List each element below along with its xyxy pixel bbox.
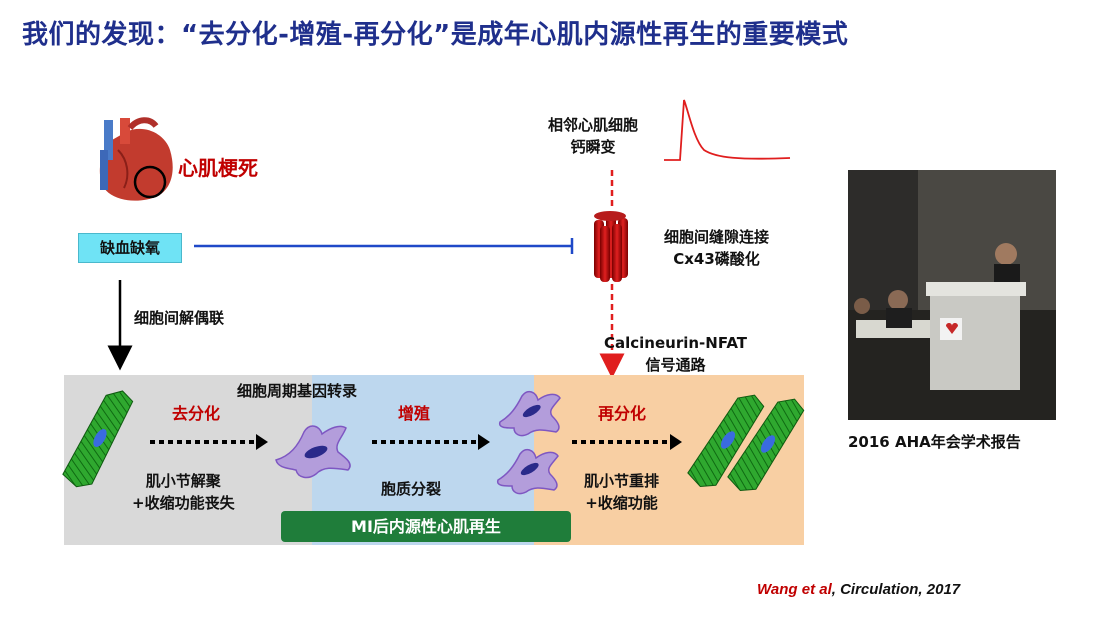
inhibition-line <box>194 238 574 254</box>
process-arrow-2-head <box>478 434 490 450</box>
dedifferentiated-cell-icon <box>275 425 351 479</box>
nfat-line2: 信号通路 <box>645 356 706 374</box>
redifferentiation-label: 再分化 <box>598 404 647 423</box>
cardiomyocyte-icon-right-2 <box>727 398 805 492</box>
daughter-cell-icon-top <box>498 390 561 437</box>
sarcomere-reassembly-label: 肌小节重排 +收缩功能 <box>584 470 659 514</box>
gap-junction-icon <box>594 211 628 282</box>
proliferation-label: 增殖 <box>398 404 431 423</box>
sarcomere-dis-line1: 肌小节解聚 <box>145 472 221 490</box>
cardiomyocyte-icon <box>62 390 134 488</box>
ischemia-hypoxia-box: 缺血缺氧 <box>78 233 182 263</box>
sarcomere-re-line2: +收缩功能 <box>585 494 658 512</box>
process-arrow-3-head <box>670 434 682 450</box>
cell-uncoupling-label: 细胞间解偶联 <box>134 309 225 327</box>
citation: Wang et al, Circulation, 2017 <box>757 581 960 598</box>
calcium-transient-line2: 钙瞬变 <box>570 138 616 156</box>
citation-author: Wang et al <box>757 581 832 598</box>
heart-icon <box>99 117 173 201</box>
dedifferentiation-label: 去分化 <box>172 404 221 423</box>
cell-cycle-label: 细胞周期基因转录 <box>237 382 358 400</box>
daughter-cell-icon-bottom <box>496 448 559 495</box>
myocardial-infarction-label: 心肌梗死 <box>178 156 258 180</box>
sarcomere-disassembly-label: 肌小节解聚 +收缩功能丧失 <box>132 470 235 514</box>
gap-junction-line2: Cx43磷酸化 <box>673 250 760 268</box>
regeneration-bar: MI后内源性心肌再生 <box>281 511 571 542</box>
nfat-pathway-label: Calcineurin-NFAT 信号通路 <box>604 332 747 376</box>
calcium-trace-icon <box>664 99 791 161</box>
citation-journal: , Circulation, 2017 <box>831 581 961 598</box>
nfat-line1: Calcineurin-NFAT <box>604 334 748 352</box>
sarcomere-re-line1: 肌小节重排 <box>584 472 660 490</box>
cardiomyocyte-icon-right-1 <box>687 394 765 488</box>
conference-photo <box>848 170 1056 420</box>
calcium-transient-label: 相邻心肌细胞 钙瞬变 <box>548 114 638 158</box>
gap-junction-label: 细胞间缝隙连接 Cx43磷酸化 <box>664 226 769 270</box>
slide-title: 我们的发现：“去分化-增殖-再分化”是成年心肌内源性再生的重要模式 <box>22 20 849 50</box>
photo-caption: 2016 AHA年会学术报告 <box>848 433 1021 451</box>
cytokinesis-label: 胞质分裂 <box>381 480 442 498</box>
conference-photo-art <box>848 170 1056 420</box>
process-arrow-1-head <box>256 434 268 450</box>
sarcomere-dis-line2: +收缩功能丧失 <box>132 494 235 512</box>
gap-junction-line1: 细胞间缝隙连接 <box>664 228 770 246</box>
calcium-transient-line1: 相邻心肌细胞 <box>548 116 639 134</box>
